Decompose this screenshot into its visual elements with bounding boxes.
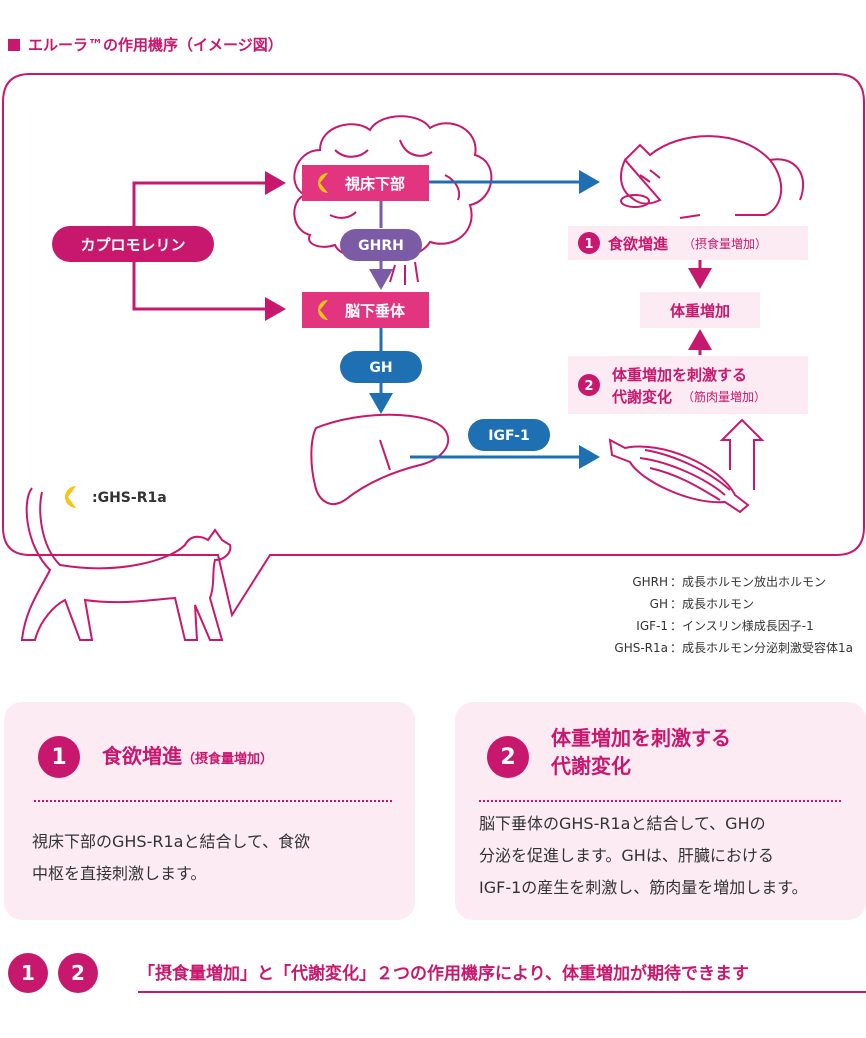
legend-abbr-ghrh: GHRH — [632, 575, 668, 589]
ghrh-pill — [340, 229, 422, 261]
receptor-legend-label: :GHS-R1a — [92, 490, 167, 506]
effect2-box — [568, 356, 808, 414]
legend-abbr-gh: GH — [650, 597, 668, 611]
effect1-number: 1 — [584, 237, 593, 252]
legend-desc-ghrh: ：成長ホルモン放出ホルモン — [670, 574, 826, 589]
receptor-icon-hypothalamus — [318, 173, 328, 193]
abbreviation-legend: GHRH ：成長ホルモン放出ホルモン GH ：成長ホルモン IGF-1 ：インス… — [614, 574, 853, 655]
gh-label: GH — [369, 360, 392, 376]
card2-body-line2: 分泌を促進します。GHは、肝臓における — [479, 846, 774, 865]
card2-title-wrap: 体重増加を刺激する 代謝変化 — [551, 724, 731, 780]
receptor-icon-pituitary — [318, 300, 328, 320]
effect2-card: 2 体重増加を刺激する 代謝変化 脳下垂体のGHS-R1aと結合して、GHの 分… — [455, 702, 866, 920]
effect1-number-circle — [578, 232, 600, 254]
legend-abbr-igf1: IGF-1 — [636, 619, 668, 633]
weight-gain-label: 体重増加 — [670, 302, 730, 320]
pituitary-box — [302, 292, 429, 328]
legend-desc-igf1: ：インスリン様成長因子-1 — [670, 619, 814, 633]
hypothalamus-label: 視床下部 — [344, 175, 405, 193]
card2-title-line2: 代謝変化 — [551, 754, 631, 778]
drug-label: カプロモレリン — [80, 236, 185, 254]
page-title: エルーラ™の作用機序（イメージ図） — [28, 36, 283, 54]
card2-body-line1: 脳下垂体のGHS-R1aと結合して、GHの — [479, 814, 766, 833]
card1-body: 視床下部のGHS-R1aと結合して、食欲 中枢を直接刺激します。 — [32, 826, 310, 890]
igf1-label: IGF-1 — [488, 428, 529, 444]
weight-gain-box — [640, 292, 760, 328]
card1-title-wrap: 食欲増進（摂食量増加） — [102, 742, 273, 774]
receptor-legend-icon — [65, 486, 76, 508]
effect2-line1: 体重増加を刺激する — [612, 366, 747, 384]
effect1-sub: （摂食量増加） — [683, 236, 767, 251]
legend-abbr-ghsr1a: GHS-R1a — [614, 641, 668, 655]
hypothalamus-box — [302, 165, 429, 201]
card1-divider — [34, 800, 392, 802]
effect1-box — [568, 226, 808, 260]
conclusion-text: 「摂食量増加」と「代謝変化」２つの作用機序により、体重増加が期待できます — [138, 964, 749, 984]
muscle-icon — [608, 418, 765, 514]
conclusion-number-2: 2 — [58, 953, 98, 993]
card2-number: 2 — [487, 736, 529, 778]
card1-title: 食欲増進 — [102, 744, 182, 768]
drug-pill — [52, 226, 214, 262]
conclusion-number-1: 1 — [8, 953, 48, 993]
speech-bubble-frame — [2, 73, 865, 618]
title-row: エルーラ™の作用機序（イメージ図） — [8, 34, 283, 55]
card1-body-line2: 中枢を直接刺激します。 — [32, 864, 207, 883]
title-marker — [8, 38, 20, 51]
effect1-card: 1 食欲増進（摂食量増加） 視床下部のGHS-R1aと結合して、食欲 中枢を直接… — [4, 702, 415, 920]
effect2-number: 2 — [584, 379, 593, 394]
arrow-drug-to-pituitary — [132, 262, 286, 321]
arrow-drug-to-hypothalamus — [132, 171, 286, 226]
eating-cat-icon — [619, 135, 805, 219]
conclusion-row: 1 2 「摂食量増加」と「代謝変化」２つの作用機序により、体重増加が期待できます — [8, 953, 866, 1013]
card1-title-sub: （摂食量増加） — [182, 752, 274, 767]
legend-desc-ghsr1a: ：成長ホルモン分泌刺激受容体1a — [670, 640, 853, 655]
conclusion-underline — [138, 991, 866, 993]
igf1-pill — [468, 419, 550, 451]
card1-body-line1: 視床下部のGHS-R1aと結合して、食欲 — [32, 832, 311, 851]
ghrh-label: GHRH — [358, 238, 404, 254]
effect2-line2-main: 代謝変化 — [611, 388, 672, 406]
pituitary-label: 脳下垂体 — [345, 302, 406, 320]
effect2-line2-sub: （筋肉量増加） — [682, 389, 766, 404]
card2-title-line1: 体重増加を刺激する — [551, 726, 731, 750]
card1-number: 1 — [38, 736, 80, 778]
walking-cat-icon — [20, 487, 232, 641]
legend-desc-gh: ：成長ホルモン — [670, 597, 754, 611]
liver-icon — [310, 413, 450, 505]
gh-pill — [340, 351, 422, 383]
effect1-main: 食欲増進 — [608, 235, 669, 253]
mechanism-diagram: カプロモレリン 視床下部 GHRH 脳下垂体 GH IGF-1 1 食欲増進 （… — [2, 73, 865, 655]
card2-body-line3: IGF-1の産生を刺激し、筋肉量を増加します。 — [479, 878, 808, 897]
effect2-number-circle — [578, 374, 600, 396]
card2-body: 脳下垂体のGHS-R1aと結合して、GHの 分泌を促進します。GHは、肝臓におけ… — [479, 808, 808, 904]
card2-divider — [479, 800, 841, 802]
